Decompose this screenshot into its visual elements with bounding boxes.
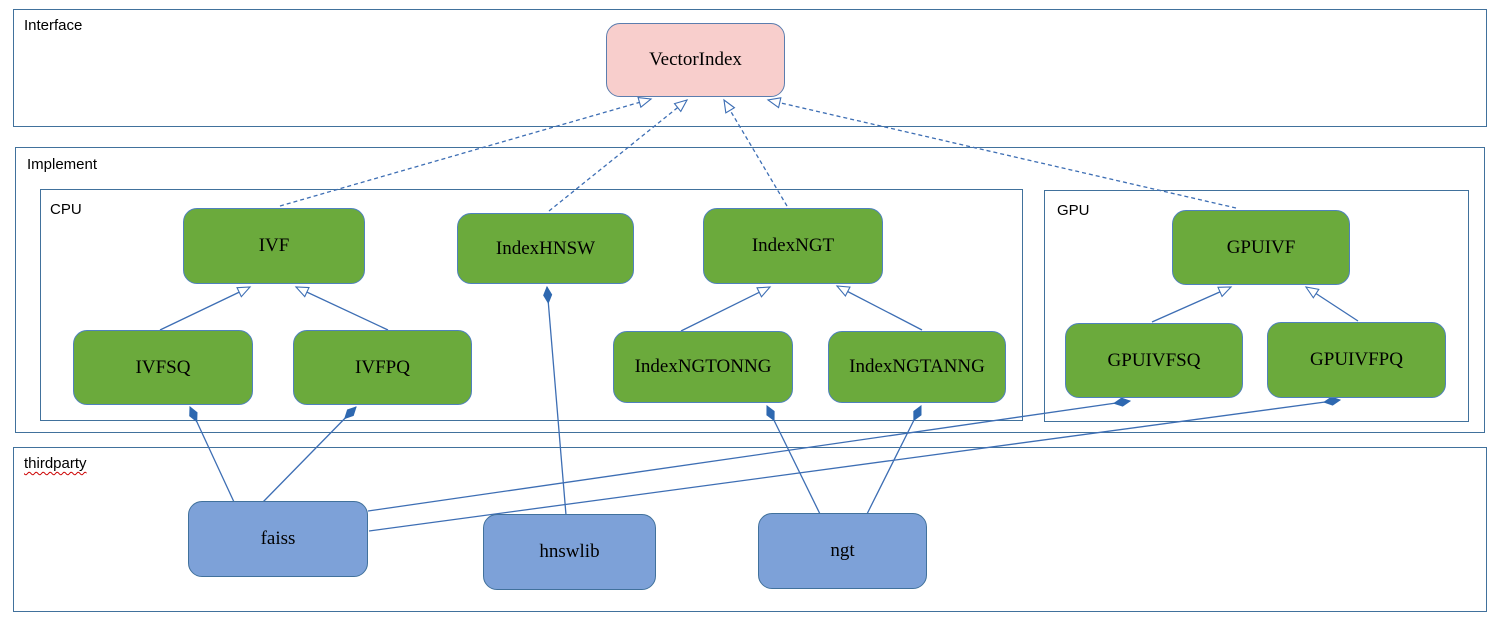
container-implement-label: Implement xyxy=(27,156,98,173)
edge-indexhnsw-vectorindex xyxy=(548,99,689,212)
edge-indexngtanng-indexngt xyxy=(835,285,923,331)
node-indexngtanng: IndexNGTANNG xyxy=(828,331,1006,403)
container-interface xyxy=(13,9,1487,127)
node-gpuivf: GPUIVF xyxy=(1172,210,1350,285)
edge-indexngt-vectorindex xyxy=(723,98,788,207)
node-gpuivfsq: GPUIVFSQ xyxy=(1065,323,1243,398)
container-thirdparty xyxy=(13,447,1487,612)
container-interface-label: Interface xyxy=(24,17,83,34)
edge-gpuivf-vectorindex xyxy=(766,97,1237,209)
container-cpu-label: CPU xyxy=(50,201,82,218)
edge-faiss-gpuivfsq xyxy=(367,401,1130,512)
container-gpu-label: GPU xyxy=(1057,202,1090,219)
node-ngt-label: ngt xyxy=(830,540,855,561)
node-indexngt: IndexNGT xyxy=(703,208,883,284)
node-ivf-label: IVF xyxy=(258,235,290,256)
node-gpuivfsq-label: GPUIVFSQ xyxy=(1107,349,1201,371)
edge-faiss-gpuivfpq xyxy=(368,400,1340,532)
node-ivfpq-label: IVFPQ xyxy=(355,356,410,378)
node-indexhnsw: IndexHNSW xyxy=(457,213,634,284)
edge-ivfsq-ivf xyxy=(159,286,252,331)
edge-gpuivfsq-gpuivf xyxy=(1151,286,1233,323)
node-ivfsq: IVFSQ xyxy=(73,330,253,405)
edge-ngt-indexngtanng xyxy=(866,406,922,515)
node-gpuivf-label: GPUIVF xyxy=(1226,236,1296,258)
container-cpu xyxy=(40,189,1023,421)
edge-hnswlib-indexhnsw xyxy=(547,287,567,516)
edge-ivf-vectorindex xyxy=(279,96,653,207)
node-hnswlib-label: hnswlib xyxy=(539,541,600,562)
edge-indexngtonng-indexngt xyxy=(680,286,772,332)
container-thirdparty-label: thirdparty xyxy=(24,455,87,472)
edge-gpuivfpq-gpuivf xyxy=(1304,286,1359,322)
node-vectorindex: VectorIndex xyxy=(606,23,785,97)
edge-ivfpq-ivf xyxy=(294,286,389,331)
node-indexngtanng-label: IndexNGTANNG xyxy=(849,356,985,377)
node-gpuivfpq-label: GPUIVFPQ xyxy=(1310,349,1403,370)
node-hnswlib: hnswlib xyxy=(483,514,656,590)
edge-faiss-ivfpq xyxy=(262,407,356,503)
node-ivf: IVF xyxy=(183,208,365,284)
container-gpu xyxy=(1044,190,1469,422)
node-ivfpq: IVFPQ xyxy=(293,330,472,405)
edge-faiss-ivfsq xyxy=(190,407,235,503)
node-indexhnsw-label: IndexHNSW xyxy=(495,237,596,259)
container-implement xyxy=(15,147,1485,433)
node-faiss: faiss xyxy=(188,501,368,577)
node-ivfsq-label: IVFSQ xyxy=(135,356,191,378)
edge-ngt-indexngtonng xyxy=(766,406,821,515)
node-indexngt-label: IndexNGT xyxy=(751,235,835,256)
node-vectorindex-label: VectorIndex xyxy=(649,49,742,70)
node-indexngtonng: IndexNGTONNG xyxy=(613,331,793,403)
node-ngt: ngt xyxy=(758,513,927,589)
node-faiss-label: faiss xyxy=(260,528,296,549)
node-gpuivfpq: GPUIVFPQ xyxy=(1267,322,1446,398)
node-indexngtonng-label: IndexNGTONNG xyxy=(634,356,772,377)
